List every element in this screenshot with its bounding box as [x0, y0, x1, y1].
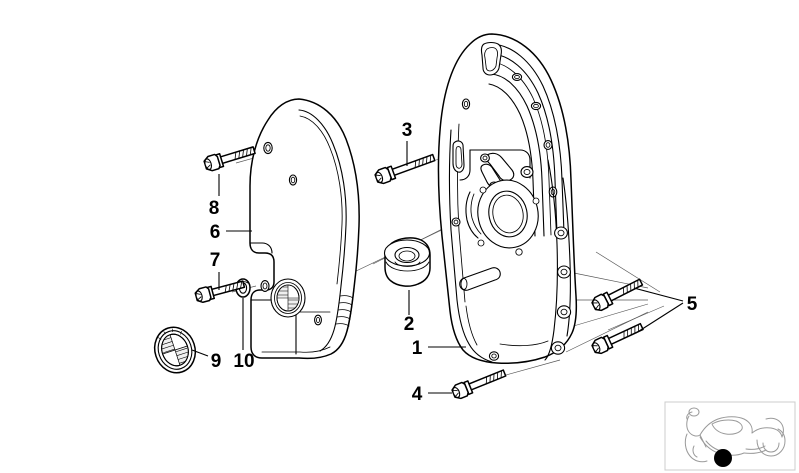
part-hex-bolt-8 — [203, 146, 256, 172]
callout-leader-lines — [191, 141, 684, 394]
location-marker-dot — [714, 449, 732, 467]
housing-right-bolt-bosses — [550, 226, 572, 355]
part-bearing-bush — [383, 237, 431, 287]
housing-main-bore — [477, 179, 540, 256]
housing-left-bolt-hole — [451, 217, 461, 227]
callout-label-8: 8 — [209, 198, 220, 219]
callout-label-7: 7 — [210, 250, 221, 271]
housing-top-boss — [480, 41, 502, 76]
cover-bolt-holes — [260, 141, 322, 326]
part-bmw-roundel-emblem — [153, 326, 197, 374]
part-timing-case-cover — [249, 98, 360, 360]
part-hex-bolt-7 — [194, 280, 246, 304]
housing-left-slot — [452, 140, 465, 173]
part-hex-bolt-5a — [591, 278, 644, 312]
housing-dowel-boss — [459, 267, 501, 291]
callout-label-4: 4 — [412, 384, 423, 405]
callout-label-1: 1 — [412, 338, 423, 359]
callout-label-9: 9 — [211, 351, 222, 372]
motorcycle-location-thumbnail — [664, 401, 796, 471]
callout-label-5: 5 — [687, 294, 698, 315]
part-timing-case-housing — [437, 33, 578, 364]
callout-label-6: 6 — [210, 222, 221, 243]
mounted-bmw-roundel-icon — [276, 284, 300, 312]
motorcycle-silhouette-icon — [684, 407, 786, 463]
callout-label-10: 10 — [233, 351, 254, 372]
callout-labels: 8 6 7 9 10 3 2 1 4 5 — [209, 120, 698, 405]
part-hex-bolt-3 — [374, 153, 436, 185]
part-hex-bolt-4 — [451, 369, 507, 400]
cover-ribs — [335, 295, 354, 327]
callout-label-2: 2 — [404, 314, 415, 335]
housing-bottom-bolt-hole — [488, 351, 500, 361]
part-hex-bolt-5b — [591, 322, 644, 355]
callout-label-3: 3 — [402, 120, 413, 141]
